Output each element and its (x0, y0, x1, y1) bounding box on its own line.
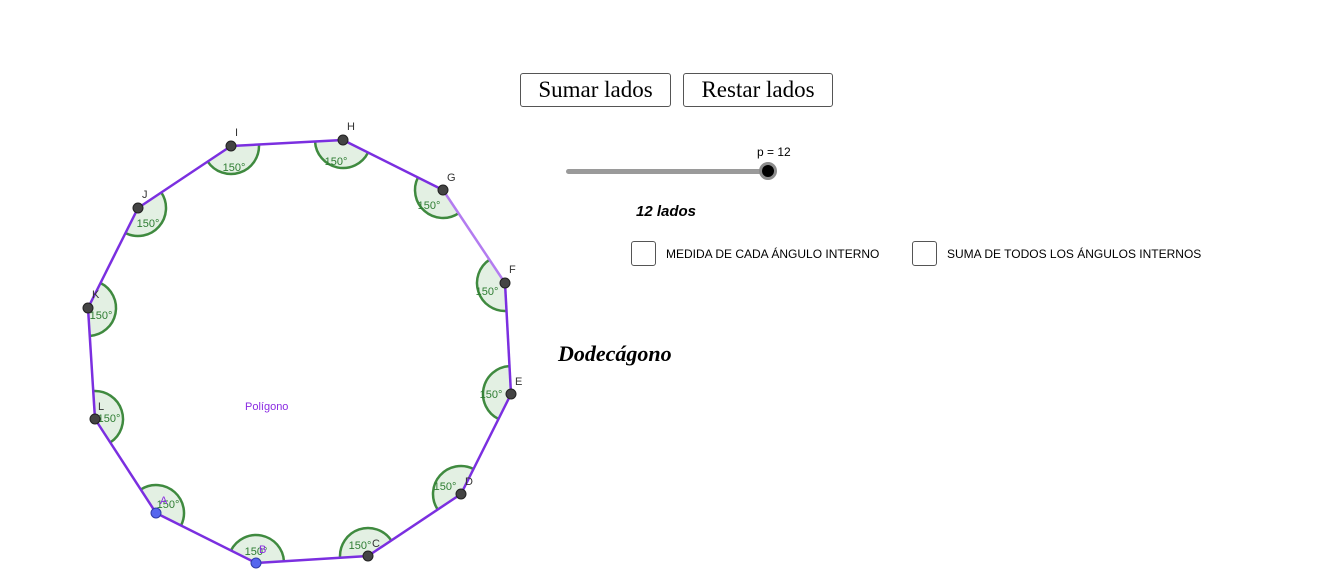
angle-sector (415, 177, 459, 218)
vertex-point-k (82, 302, 94, 314)
angle-sum-option[interactable]: SUMA DE TODOS LOS ÁNGULOS INTERNOS (912, 241, 1201, 266)
polygon-name: Dodecágono (558, 341, 672, 366)
vertex-point-a[interactable] (150, 507, 162, 519)
polygon-edge (137, 144, 232, 210)
vertex-point-g (437, 184, 449, 196)
angle-value-label: 150° (325, 156, 348, 168)
vertex-point-h (337, 134, 349, 146)
angle-value-label: 150° (223, 162, 246, 174)
angle-arc (229, 533, 286, 562)
angle-sector (340, 527, 392, 558)
angle-value-label: 150° (418, 200, 441, 212)
vertex-label-a: A (160, 495, 168, 507)
vertex-point-c (362, 550, 374, 562)
angle-value-label: 150° (157, 499, 180, 511)
angle-value-label: 150° (90, 310, 113, 322)
sides-slider-track[interactable] (566, 169, 769, 174)
angle-sector (432, 466, 474, 510)
angle-sum-label: SUMA DE TODOS LOS ÁNGULOS INTERNOS (947, 246, 1202, 261)
vertex-label-b: B (259, 544, 266, 556)
sides-slider-handle[interactable] (759, 162, 777, 180)
vertex-point-d (455, 488, 467, 500)
angle-sector (207, 144, 259, 175)
polygon-edge (342, 138, 444, 192)
vertex-point-b[interactable] (250, 557, 262, 569)
vertex-label-l: L (98, 401, 104, 413)
angle-value-label: 150° (480, 389, 503, 401)
polygon-label: Polígono (245, 401, 288, 413)
polygon-edge (86, 207, 140, 309)
angle-value-label: 150° (476, 286, 499, 298)
vertex-point-j (132, 202, 144, 214)
polygon-edge (93, 418, 158, 514)
polygon-edge (86, 307, 97, 420)
polygon-edge (441, 189, 507, 284)
angle-arc (124, 191, 168, 238)
interior-angle-checkbox[interactable] (631, 241, 656, 266)
polygon-edge (255, 554, 369, 565)
angle-arc (431, 464, 475, 511)
vertex-point-f (499, 277, 511, 289)
vertex-label-k: K (92, 289, 100, 301)
remove-sides-button[interactable]: Restar lados (683, 73, 833, 107)
interior-angle-label: MEDIDA DE CADA ÁNGULO INTERNO (666, 246, 880, 261)
vertex-label-c: C (372, 538, 380, 550)
angle-sector (476, 259, 507, 311)
angle-sector (125, 192, 166, 236)
angle-value-label: 150° (98, 413, 121, 425)
vertex-label-h: H (347, 121, 355, 133)
vertex-label-g: G (447, 172, 456, 184)
angle-arc (475, 258, 507, 313)
vertex-label-d: D (465, 476, 473, 488)
vertex-label-j: J (142, 189, 148, 201)
interior-angle-option[interactable]: MEDIDA DE CADA ÁNGULO INTERNO (631, 241, 879, 266)
polygon-edge (230, 138, 344, 148)
angle-sector (140, 485, 184, 526)
polygon-edge (459, 393, 513, 495)
angle-arc (481, 364, 510, 421)
vertex-point-l (89, 413, 101, 425)
angle-sum-checkbox[interactable] (912, 241, 937, 266)
vertex-label-i: I (235, 127, 238, 139)
polygon-edge (155, 511, 257, 565)
add-sides-button[interactable]: Sumar lados (520, 73, 671, 107)
polygon-edge (367, 492, 462, 558)
angle-arc (338, 526, 393, 558)
angle-sector (93, 391, 123, 443)
angle-arc (93, 389, 125, 444)
polygon-edge (503, 282, 513, 395)
angle-arc (206, 144, 261, 176)
angle-value-label: 150° (137, 218, 160, 230)
angle-arc (140, 483, 186, 527)
angle-value-label: 150° (349, 540, 372, 552)
vertex-point-i (225, 140, 237, 152)
angle-arc (313, 141, 370, 170)
slider-value-label: p = 12 (757, 145, 791, 159)
angle-arc (89, 281, 118, 338)
angle-value-label: 150° (245, 546, 268, 558)
vertex-label-e: E (515, 376, 522, 388)
angle-value-label: 150° (434, 481, 457, 493)
vertex-point-e (505, 388, 517, 400)
angle-arc (413, 176, 460, 220)
sides-count-text: 12 lados (636, 203, 697, 220)
vertex-label-f: F (509, 264, 516, 276)
